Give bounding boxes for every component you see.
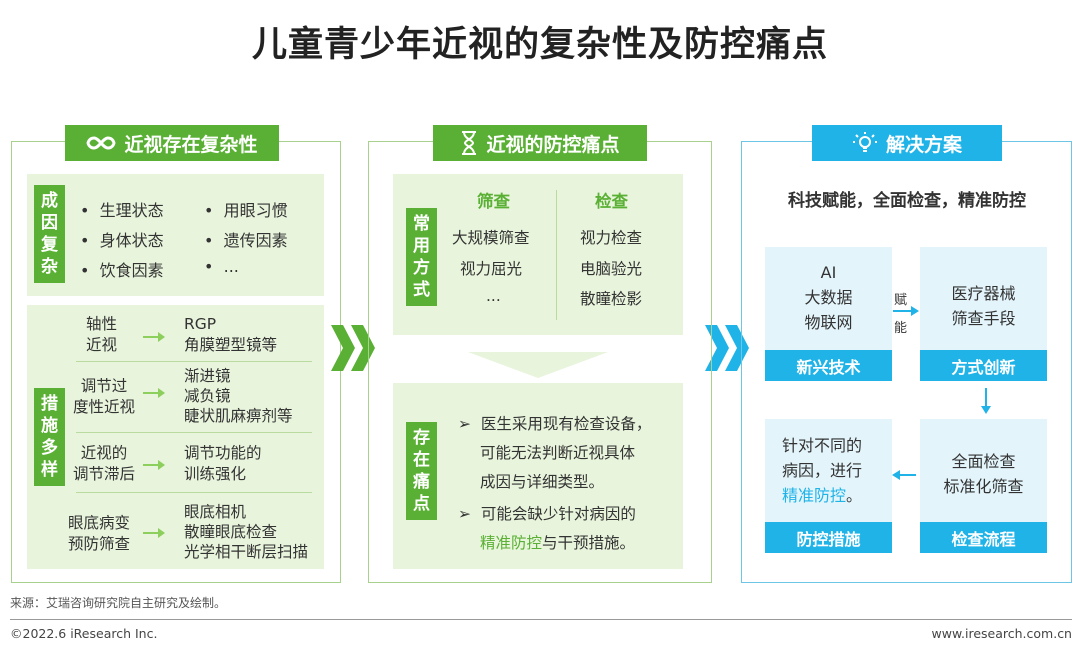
chevron-right-icon [331,325,375,371]
source-note: 来源：艾瑞咨询研究院自主研究及绘制。 [10,596,227,610]
exam-process-label: 检查流程 [920,522,1047,553]
cause-item: • 身体状态 [80,231,164,250]
measure-condition: 眼底病变预防筛查 [68,514,131,553]
exam-item: 电脑验光 [580,260,643,278]
measures-box [27,305,324,569]
infinity-icon [86,136,117,150]
cause-item: • 用眼习惯 [204,201,288,220]
exam-process-card: 全面检查标准化筛查 检查流程 [920,419,1047,553]
screening-title: 筛查 [477,192,510,211]
left-arrow [898,474,916,476]
solution-header-text: 解决方案 [885,133,962,156]
pain-box [393,383,683,569]
solution-subtitle: 科技赋能，全面检查，精准防控 [788,191,1026,211]
website-link[interactable]: www.iresearch.com.cn [931,626,1073,641]
measure-treatment: 调节功能的训练强化 [184,444,262,483]
pain-points-header-text: 近视的防控痛点 [486,133,620,156]
cause-item: • 饮食因素 [80,261,164,280]
cause-label: 成 因 复 杂 [34,185,65,283]
complexity-header-text: 近视存在复杂性 [124,133,258,156]
exam-item: 视力检查 [580,229,643,247]
pain-point-2: ➢ 可能会缺少针对病因的 精准防控与干预措施。 [458,505,636,552]
measure-condition: 轴性近视 [86,315,118,354]
cause-item: • 生理状态 [80,201,164,220]
cause-item: • ... [204,257,239,276]
solution-header: 解决方案 [812,125,1002,161]
method-innovation-label: 方式创新 [920,350,1047,381]
right-arrow [893,310,913,312]
cause-box [27,174,324,296]
prevention-card: 针对不同的 病因，进行 精准防控。 防控措施 [765,419,892,553]
measure-arrow [143,528,165,538]
screening-item: 大规模筛查 [452,229,530,247]
screening-item: 视力屈光 [460,260,523,278]
complexity-header: 近视存在复杂性 [65,125,279,161]
copyright: ©2022.6 iResearch Inc. [10,626,158,641]
common-methods-box [393,174,683,335]
pain-label: 存在 痛点 [406,422,437,520]
page-title: 儿童青少年近视的复杂性及防控痛点 [251,25,828,65]
new-tech-label: 新兴技术 [765,350,892,381]
measures-label: 措 施 多 样 [34,388,65,486]
exam-item: 散瞳检影 [580,290,643,308]
pain-point-1: ➢ 医生采用现有检查设备， 可能无法判断近视具体 成因与详细类型。 [458,415,652,491]
method-innovation-card: 医疗器械筛查手段 方式创新 [920,247,1047,381]
measure-condition: 近视的调节滞后 [73,444,136,483]
prevention-label: 防控措施 [765,522,892,553]
down-triangle-icon [468,352,608,378]
lightbulb-icon [852,132,877,152]
pain-points-header: 近视的防控痛点 [433,125,647,161]
cause-item: • 遗传因素 [204,231,288,250]
measure-condition: 调节过度性近视 [73,377,136,416]
measure-treatment: 渐进镜减负镜睫状肌麻痹剂等 [184,367,293,425]
screening-item: ... [486,287,501,305]
common-methods-label: 常用 方式 [406,208,437,306]
measure-arrow [143,332,165,342]
hourglass-icon [462,131,477,155]
measure-arrow [143,388,165,398]
measure-arrow [143,460,165,470]
empower-label: 赋能 [894,293,908,336]
measure-treatment: 眼底相机散瞳眼底检查光学相干断层扫描 [184,503,309,561]
exam-title: 检查 [595,192,628,211]
down-arrow [985,388,987,408]
